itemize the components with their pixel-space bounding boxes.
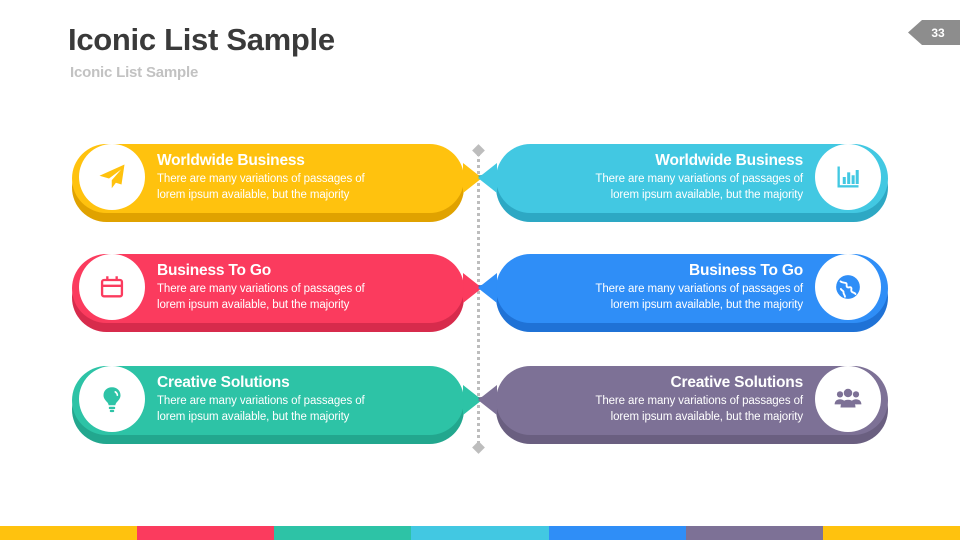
footer-bar-segment-7 xyxy=(822,526,960,540)
card-pointer xyxy=(478,273,497,303)
card-text-block: Business To Go There are many variations… xyxy=(541,261,803,313)
page-subtitle: Iconic List Sample xyxy=(70,64,199,81)
footer-color-bar xyxy=(0,526,960,540)
card-description-line-2: lorem ipsum available, but the majority xyxy=(157,411,350,423)
card-icon-badge xyxy=(79,366,145,432)
lightbulb-icon xyxy=(103,387,121,413)
card-title: Creative Solutions xyxy=(157,374,290,391)
card-icon-badge xyxy=(79,144,145,210)
globe-icon xyxy=(836,275,860,299)
card-text-block: Creative Solutions There are many variat… xyxy=(541,373,803,425)
paper-plane-icon xyxy=(99,164,125,189)
card-icon-badge xyxy=(815,254,881,320)
card-description-line-2: lorem ipsum available, but the majority xyxy=(157,299,350,311)
card-description-line-1: There are many variations of passages of xyxy=(157,173,365,185)
card-description-line-1: There are many variations of passages of xyxy=(595,283,803,295)
footer-bar-segment-5 xyxy=(548,526,686,540)
list-row: Business To Go There are many variations… xyxy=(0,254,960,350)
card-description-line-1: There are many variations of passages of xyxy=(157,283,365,295)
card-title: Business To Go xyxy=(157,262,272,279)
list-item[interactable]: Worldwide Business There are many variat… xyxy=(478,144,888,222)
list-item[interactable]: Worldwide Business There are many variat… xyxy=(72,144,482,222)
footer-bar-segment-4 xyxy=(411,526,549,540)
card-pointer xyxy=(478,163,497,193)
card-description-line-2: lorem ipsum available, but the majority xyxy=(157,189,350,201)
card-icon-badge xyxy=(815,144,881,210)
card-description-line-2: lorem ipsum available, but the majority xyxy=(610,299,803,311)
card-title: Worldwide Business xyxy=(655,152,803,169)
card-description-line-2: lorem ipsum available, but the majority xyxy=(610,189,803,201)
card-text-block: Business To Go There are many variations… xyxy=(157,261,419,313)
card-title: Creative Solutions xyxy=(670,374,804,391)
footer-bar-segment-3 xyxy=(274,526,412,540)
card-icon-badge xyxy=(815,366,881,432)
card-text-block: Worldwide Business There are many variat… xyxy=(157,151,419,203)
card-title: Business To Go xyxy=(688,262,803,279)
card-title: Worldwide Business xyxy=(157,152,305,169)
footer-bar-segment-1 xyxy=(0,526,138,540)
divider-dotted-line xyxy=(477,153,480,445)
footer-bar-segment-2 xyxy=(137,526,275,540)
page-number-label: 33 xyxy=(931,25,945,40)
list-item[interactable]: Creative Solutions There are many variat… xyxy=(72,366,482,444)
list-row: Worldwide Business There are many variat… xyxy=(0,144,960,240)
card-text-block: Worldwide Business There are many variat… xyxy=(541,151,803,203)
card-description-line-1: There are many variations of passages of xyxy=(595,173,803,185)
list-item[interactable]: Business To Go There are many variations… xyxy=(72,254,482,332)
page-number-badge: 33 xyxy=(908,20,960,45)
people-group-icon xyxy=(834,388,862,408)
list-item[interactable]: Creative Solutions There are many variat… xyxy=(478,366,888,444)
footer-bar-segment-6 xyxy=(685,526,823,540)
bar-chart-icon xyxy=(837,166,859,188)
calendar-icon xyxy=(100,276,124,298)
list-row: Creative Solutions There are many variat… xyxy=(0,366,960,462)
card-description-line-2: lorem ipsum available, but the majority xyxy=(610,411,803,423)
card-pointer xyxy=(478,385,497,415)
center-divider xyxy=(472,144,485,454)
card-text-block: Creative Solutions There are many variat… xyxy=(157,373,419,425)
page-title: Iconic List Sample xyxy=(68,22,335,57)
card-description-line-1: There are many variations of passages of xyxy=(157,395,365,407)
card-description-line-1: There are many variations of passages of xyxy=(595,395,803,407)
list-item[interactable]: Business To Go There are many variations… xyxy=(478,254,888,332)
card-icon-badge xyxy=(79,254,145,320)
